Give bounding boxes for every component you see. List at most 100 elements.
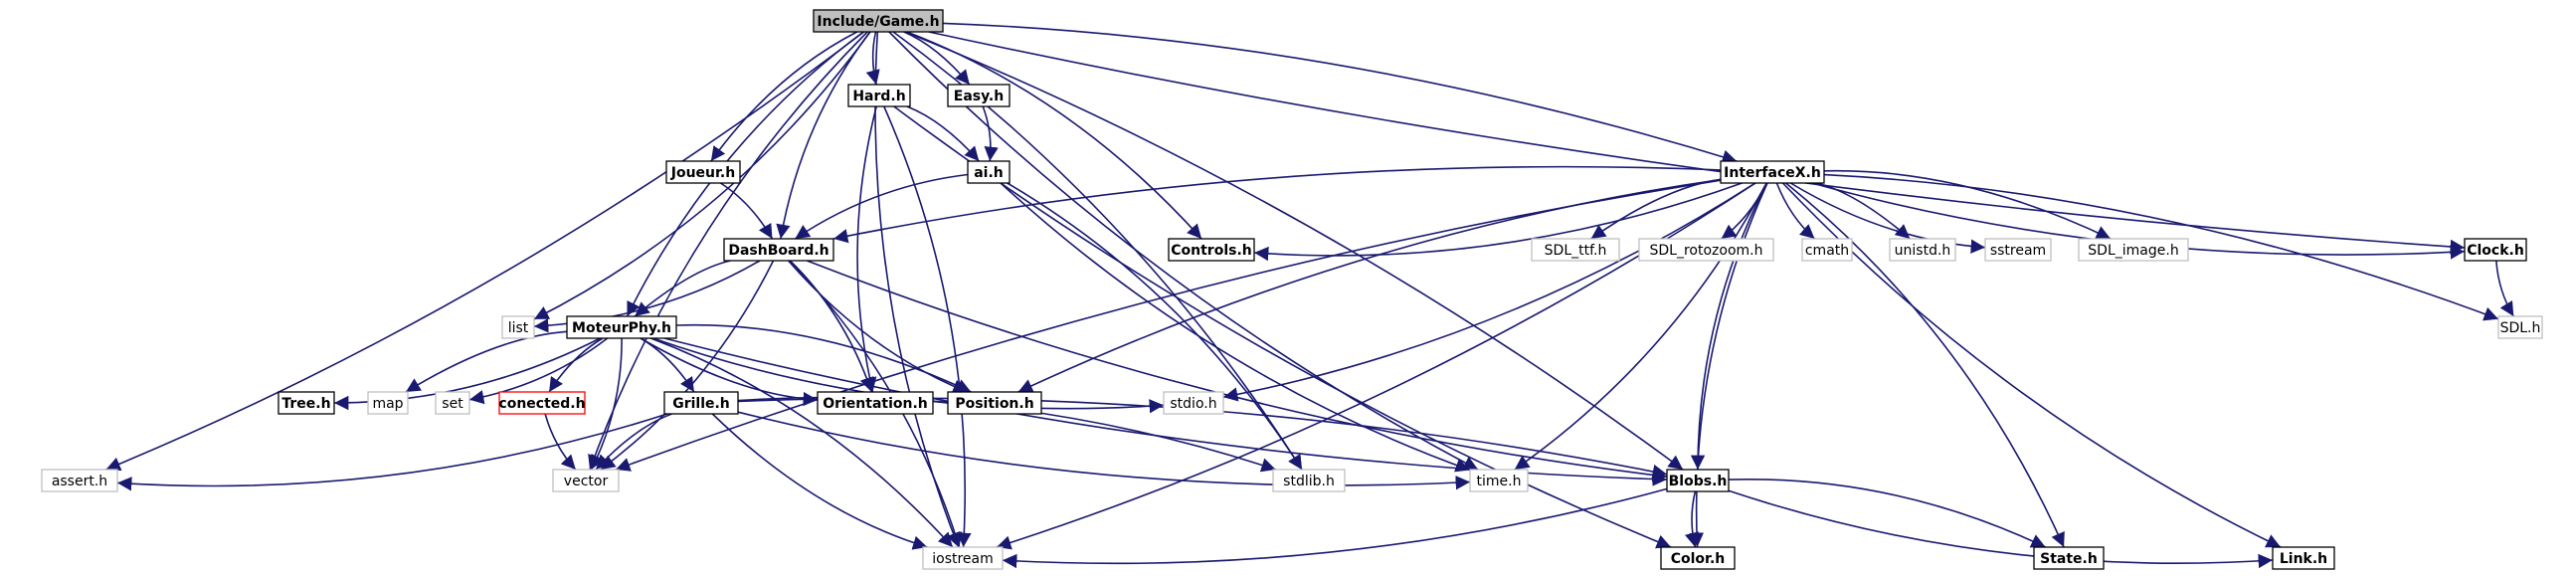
node-moteurphy[interactable]: MoteurPhy.h: [566, 315, 677, 339]
node-color[interactable]: Color.h: [1660, 546, 1736, 570]
edge-interfacex-to-blobs: [1690, 182, 1768, 471]
node-link[interactable]: Link.h: [2272, 546, 2335, 570]
node-grille-box: [663, 391, 739, 415]
edge-interfacex-to-iostream: [996, 182, 1756, 550]
node-hard-label: Hard.h: [852, 89, 905, 104]
edge-ai-to-stdlib: [1007, 182, 1303, 471]
node-sstream: sstream: [1984, 238, 2052, 262]
edge-game-to-moteurphy: [626, 31, 864, 317]
node-position[interactable]: Position.h: [947, 391, 1042, 415]
node-orientation[interactable]: Orientation.h: [817, 391, 934, 415]
node-sdl-label: SDL.h: [2500, 320, 2541, 336]
node-assert-box: [41, 469, 118, 492]
node-sdlimage-box: [2078, 238, 2189, 262]
edge-interfacex-to-sdlimage: [1823, 169, 2112, 240]
node-conected[interactable]: conected.h: [498, 391, 586, 415]
edge-moteurphy-to-set: [468, 337, 609, 405]
edges-layer: [105, 22, 2514, 569]
edge-game-to-controls: [906, 31, 1202, 240]
node-time-label: time.h: [1477, 474, 1522, 489]
edge-game-to-joueur: [710, 31, 858, 162]
node-sdlroto-label: SDL_rotozoom.h: [1650, 243, 1763, 259]
node-sstream-box: [1984, 238, 2052, 262]
node-cmath-box: [1801, 238, 1853, 262]
node-time-box: [1469, 469, 1529, 492]
edge-hard-to-ai: [906, 105, 980, 162]
edge-blobs-to-state: [1728, 478, 2047, 548]
edge-easy-to-ai: [982, 105, 999, 162]
node-sdlroto: SDL_rotozoom.h: [1638, 238, 1774, 262]
node-list: list: [501, 315, 535, 339]
edge-dashboard-to-list: [533, 260, 761, 333]
node-grille-label: Grille.h: [672, 396, 730, 412]
edge-game-to-iostream: [874, 31, 961, 548]
edge-interfacex-to-dashboard: [832, 165, 1722, 244]
node-game-label: Include/Game.h: [817, 14, 939, 30]
node-map-box: [367, 391, 409, 415]
node-controls-label: Controls.h: [1171, 243, 1252, 259]
node-hard[interactable]: Hard.h: [847, 84, 911, 107]
edge-joueur-to-dashboard: [719, 182, 774, 240]
node-easy[interactable]: Easy.h: [947, 84, 1011, 107]
edge-interfacex-to-sdl: [1823, 173, 2499, 321]
node-tree[interactable]: Tree.h: [277, 391, 335, 415]
node-sdlimage: SDL_image.h: [2078, 238, 2189, 262]
node-clock-box: [2464, 238, 2527, 262]
node-grille[interactable]: Grille.h: [663, 391, 739, 415]
node-sdl: SDL.h: [2497, 315, 2543, 339]
node-moteurphy-label: MoteurPhy.h: [572, 320, 671, 336]
node-ai[interactable]: ai.h: [967, 160, 1011, 184]
edge-hard-to-iostream: [883, 105, 972, 548]
node-color-box: [1660, 546, 1736, 570]
node-iostream-box: [922, 546, 1004, 570]
edge-moteurphy-to-grille: [640, 337, 695, 393]
node-state-label: State.h: [2040, 551, 2098, 567]
node-conected-box: [498, 391, 586, 415]
edge-grille-to-assert: [116, 413, 668, 491]
edge-moteurphy-to-position: [675, 323, 972, 393]
edge-moteurphy-to-map: [405, 330, 568, 393]
node-set-label: set: [442, 396, 463, 412]
node-blobs-box: [1666, 469, 1730, 492]
node-sdlttf-label: SDL_ttf.h: [1545, 243, 1607, 259]
node-cmath: cmath: [1801, 238, 1853, 262]
node-state[interactable]: State.h: [2033, 546, 2105, 570]
node-assert: assert.h: [41, 469, 118, 492]
node-interfacex[interactable]: InterfaceX.h: [1720, 160, 1825, 184]
node-unistd-label: unistd.h: [1895, 243, 1951, 259]
node-dashboard-label: DashBoard.h: [728, 243, 828, 259]
edge-grille-to-vector: [595, 413, 672, 471]
edge-interfacex-to-vector: [615, 179, 1722, 472]
node-set-box: [435, 391, 470, 415]
node-position-label: Position.h: [955, 396, 1033, 412]
node-link-label: Link.h: [2280, 551, 2327, 567]
node-clock[interactable]: Clock.h: [2464, 238, 2527, 262]
node-blobs[interactable]: Blobs.h: [1666, 469, 1730, 492]
node-joueur-box: [665, 160, 741, 184]
node-set: set: [435, 391, 470, 415]
node-orientation-box: [817, 391, 934, 415]
node-joueur[interactable]: Joueur.h: [665, 160, 741, 184]
node-unistd: unistd.h: [1889, 238, 1956, 262]
node-tree-label: Tree.h: [281, 396, 330, 412]
edge-grille-to-time: [737, 411, 1471, 490]
node-dashboard-box: [723, 238, 834, 262]
node-interfacex-label: InterfaceX.h: [1724, 165, 1821, 181]
node-easy-label: Easy.h: [954, 89, 1004, 104]
edge-interfacex-to-link: [1781, 182, 2282, 548]
node-assert-label: assert.h: [52, 474, 107, 489]
node-iostream-label: iostream: [932, 551, 994, 567]
node-tree-box: [277, 391, 335, 415]
edge-interfacex-to-time: [1514, 182, 1767, 471]
node-state-box: [2033, 546, 2105, 570]
edge-clock-to-sdl: [2495, 260, 2514, 317]
edge-game-to-stdlib: [892, 31, 1303, 471]
node-list-label: list: [508, 320, 529, 336]
edge-interfacex-to-position: [1017, 178, 1722, 393]
node-sdlroto-box: [1638, 238, 1774, 262]
node-game[interactable]: Include/Game.h: [813, 9, 944, 33]
node-dashboard[interactable]: DashBoard.h: [723, 238, 834, 262]
node-controls[interactable]: Controls.h: [1168, 238, 1255, 262]
node-cmath-label: cmath: [1805, 243, 1849, 259]
